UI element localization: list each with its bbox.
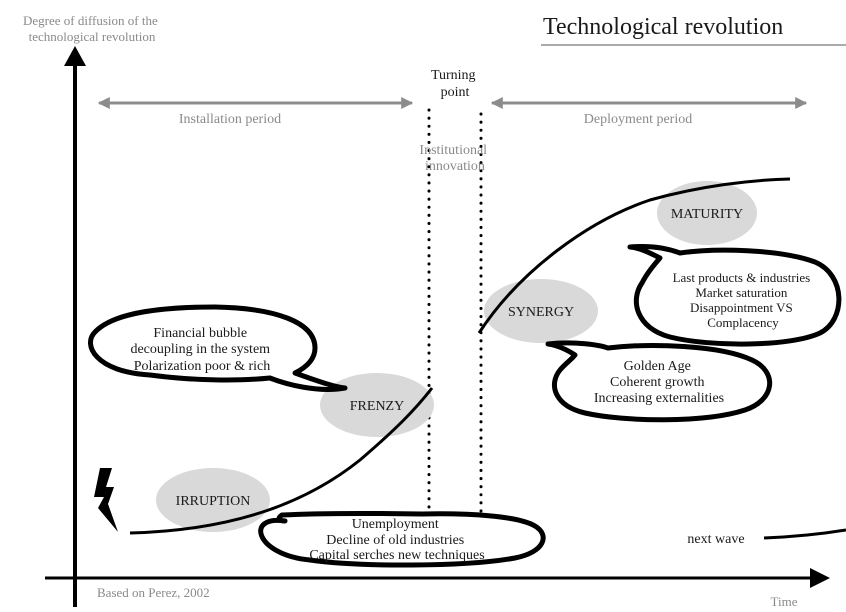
frenzy-callout-text: Financial bubble decoupling in the syste… [130, 326, 273, 374]
maturity-phase-label: MATURITY [671, 207, 743, 222]
frenzy-phase-ellipse [320, 373, 434, 437]
institutional-innovation-line-2: innovation [425, 159, 485, 174]
synergy-callout-bubble [545, 340, 772, 423]
institutional-innovation-label: Institutional innovation [419, 143, 490, 174]
y-axis-arrowhead-icon [64, 46, 86, 66]
lightning-bolt-icon [94, 468, 118, 532]
diagram-title: Technological revolution [543, 14, 783, 40]
synergy-phase-ellipse [484, 279, 598, 343]
irruption-phase-ellipse [156, 468, 270, 532]
installation-diffusion-curve [129, 387, 434, 535]
maturity-callout-line-2: Market saturation [695, 285, 788, 300]
next-wave-curve [763, 528, 846, 540]
maturity-callout-bubble [627, 244, 842, 347]
synergy-callout-line-3: Increasing externalities [594, 391, 724, 406]
irruption-callout-line-2: Decline of old industries [326, 533, 464, 548]
y-axis-label: Degree of diffusion of the technological… [23, 13, 161, 44]
irruption-callout-bubble [258, 510, 546, 568]
irruption-callout-text: Unemployment Decline of old industries C… [309, 517, 484, 563]
x-axis-label: Time [771, 594, 798, 607]
synergy-callout-line-1: Golden Age [624, 359, 691, 374]
synergy-callout-text: Golden Age Coherent growth Increasing ex… [594, 359, 724, 406]
turning-point-line-1: Turning [431, 68, 476, 83]
maturity-callout-line-4: Complacency [707, 315, 779, 330]
frenzy-callout-bubble [88, 304, 348, 392]
source-note: Based on Perez, 2002 [97, 585, 210, 600]
turning-point-line-2: point [441, 85, 470, 100]
turning-point-label: Turning point [431, 68, 479, 100]
frenzy-callout-line-3: Polarization poor & rich [134, 359, 270, 374]
maturity-phase-ellipse [657, 181, 757, 245]
frenzy-callout-line-2: decoupling in the system [130, 342, 270, 357]
irruption-callout-line-3: Capital serches new techniques [309, 548, 484, 563]
y-axis-label-line-1: Degree of diffusion of the [23, 13, 158, 28]
synergy-callout-line-2: Coherent growth [610, 375, 704, 390]
institutional-innovation-line-1: Institutional [419, 143, 487, 158]
installation-period-label: Installation period [179, 112, 281, 127]
irruption-phase-label: IRRUPTION [176, 494, 251, 509]
maturity-callout-line-1: Last products & industries [673, 270, 811, 285]
next-wave-label: next wave [687, 532, 744, 547]
irruption-callout-line-1: Unemployment [352, 517, 439, 532]
maturity-callout-text: Last products & industries Market satura… [673, 270, 814, 330]
deployment-diffusion-curve [477, 177, 791, 334]
frenzy-callout-line-1: Financial bubble [153, 326, 247, 341]
maturity-callout-line-3: Disappointment VS [690, 300, 793, 315]
y-axis-label-line-2: technological revolution [29, 29, 156, 44]
x-axis-arrowhead-icon [810, 568, 830, 588]
frenzy-phase-label: FRENZY [350, 399, 404, 414]
deployment-period-label: Deployment period [584, 112, 692, 127]
synergy-phase-label: SYNERGY [508, 305, 574, 320]
